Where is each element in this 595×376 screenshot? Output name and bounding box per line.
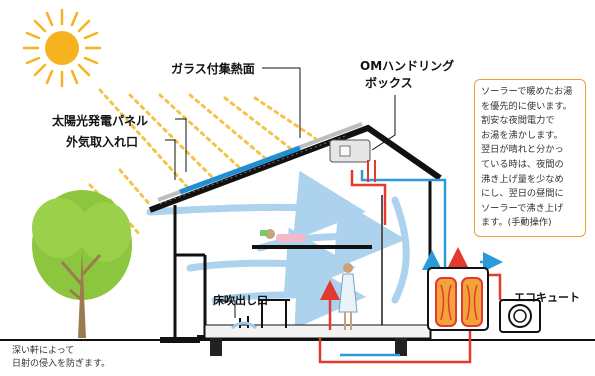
- solar-panel-label: 太陽光発電パネル: [52, 114, 149, 128]
- person-lying-icon: [260, 229, 306, 242]
- leader-lines: [165, 67, 396, 318]
- ecocute-unit: [427, 267, 541, 333]
- glass-collector-label: ガラス付集熱面: [171, 62, 255, 76]
- outside-air-intake-label: 外気取入れ口: [66, 135, 139, 149]
- eaves-note: 深い軒によって 日射の侵入を防ぎます。: [12, 346, 111, 369]
- floor-outlet-label: 床吹出し口: [213, 294, 268, 307]
- air-flow-arrows: [146, 170, 410, 329]
- om-handling-box-label-line2: ボックス: [365, 76, 413, 90]
- ecocute-label: エコキュート: [514, 291, 580, 304]
- sun-icon: [22, 8, 102, 88]
- person-standing-icon: [338, 263, 358, 330]
- table-icon: [258, 299, 290, 328]
- om-handling-box-label-line1: OMハンドリング: [360, 59, 455, 73]
- info-callout-text: ソーラーで暖めたお湯 を優先的に使います。 割安な夜間電力で お湯を沸かします。…: [481, 86, 573, 229]
- info-callout-box: ソーラーで暖めたお湯 を優先的に使います。 割安な夜間電力で お湯を沸かします。…: [474, 79, 586, 237]
- air-duct: [367, 160, 376, 182]
- house-structure: [148, 122, 442, 356]
- tree-illustration: [32, 190, 132, 338]
